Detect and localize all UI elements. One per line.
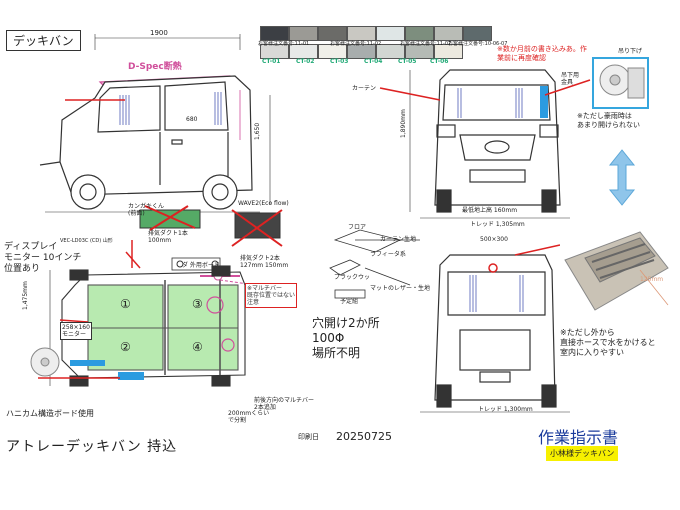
front-dimension: 1,475mm	[22, 281, 29, 310]
swatch-11	[318, 44, 347, 59]
request-note: ※数か月前の書き込みあ。作業前に再度確認	[497, 45, 587, 62]
swatch-label: お客様注文番号:11-02	[330, 41, 382, 47]
swatch-5	[376, 26, 405, 41]
vec-label: VEC-LD03C (CD) 山形	[60, 238, 113, 244]
brand-label: D-Spec断熱	[128, 62, 182, 72]
holes-note: 穴開け2か所 100Φ 場所不明	[312, 316, 380, 360]
honeycomb-note: ハニカム構造ボード使用	[6, 409, 94, 418]
hanging-note: 吊下用 金具	[561, 72, 580, 86]
curtain-material: カーテン生地	[380, 236, 417, 243]
swatch-1	[260, 26, 289, 41]
page-title: デッキバン	[6, 30, 81, 51]
multibar-note: ※マルチバー 既存位置ではない 注意	[245, 283, 298, 308]
height-dimension: 1,890mm	[400, 109, 407, 138]
mat-label: マットのレザー・生地	[370, 285, 431, 292]
dim-1650: 1,650	[254, 122, 261, 140]
curtain-label: カーテン	[352, 85, 377, 92]
swatch-code: CT-01	[262, 58, 281, 65]
rear-dimension: 500×300	[480, 236, 508, 243]
swatch-code: CT-06	[430, 58, 449, 65]
rear-view-van	[420, 254, 570, 413]
region-4: ④	[192, 340, 203, 354]
front-view-van	[409, 69, 570, 219]
swatch-8	[463, 26, 492, 41]
region-1: ①	[120, 297, 131, 311]
swatch-15	[434, 44, 463, 59]
double-arrow	[608, 149, 636, 206]
ground-clearance: 最低地上高 160mm	[462, 207, 518, 214]
swatch-6	[405, 26, 434, 41]
tread-rear: トレッド 1,300mm	[478, 406, 533, 413]
eco-flow-box	[231, 209, 283, 247]
display-note: ディスプレイ モニター 10インチ 位置あり	[4, 242, 82, 274]
dim-680: 680	[186, 116, 198, 123]
swatch-7	[434, 26, 463, 41]
swatch-9	[260, 44, 289, 59]
print-date-label: 印刷日	[298, 433, 319, 441]
swatch-14	[405, 44, 434, 59]
fan-note: ※ただし豪雨時は あまり開けられない	[577, 112, 640, 129]
vehicle-name: アトレーデッキバン 持込	[6, 439, 178, 455]
split-dim: 200mmくらい で分割	[228, 410, 270, 424]
rafter-label: ラフィータ系	[370, 251, 406, 258]
swatch-code: CT-02	[296, 58, 315, 65]
region-3: ③	[192, 297, 203, 311]
swatch-code: CT-05	[398, 58, 417, 65]
exhaust-duct-2: 排気ダクト2本 127mm 150mm	[240, 255, 289, 269]
wave-label: WAVE2(Eco flow)	[238, 200, 289, 207]
tread-front: トレッド 1,305mm	[470, 221, 525, 228]
swatch-13	[376, 44, 405, 59]
swatch-2	[289, 26, 318, 41]
kangaroo-label: カンガキくん (前面)	[128, 203, 165, 217]
swatch-code: CT-03	[330, 58, 349, 65]
floor-plan	[49, 265, 246, 387]
monitor-size: 258×160 モニター	[60, 322, 92, 340]
blackout-label: ブラックウッ	[334, 274, 371, 281]
customer-tag: 小林様デッキバン	[546, 446, 619, 461]
swatch-label: お客様注文番号:10-06-07	[448, 41, 508, 47]
print-date: 20250725	[336, 430, 392, 443]
material-sketch	[329, 229, 420, 299]
floor-board-label: ダ 外用ボード	[182, 262, 220, 269]
swatch-10	[289, 44, 318, 59]
work-order-title: 作業指示書	[538, 428, 619, 447]
exhaust-duct-1: 排気ダクト1本 100mm	[148, 230, 188, 244]
rear-water-note: ※ただし外から 直接ホースで水をかけると 室内に入りやすい	[560, 328, 656, 357]
swatch-4	[347, 26, 376, 41]
swatch-label: お客様注文番号:11-07	[400, 41, 452, 47]
kangaroo-tool	[139, 205, 201, 231]
vent-photo	[560, 228, 670, 328]
fan-label: 吊り下げ	[618, 48, 643, 55]
board-label: 予定組	[340, 298, 359, 305]
width-dimension: 1900	[150, 29, 168, 37]
multibar-add: 前後方向のマルチバー 2本追加	[254, 397, 315, 411]
dim-125: 125mm	[640, 276, 664, 283]
swatch-3	[318, 26, 347, 41]
floor-label: フロア	[348, 224, 367, 231]
swatch-label: お客様注文番号:11-01	[258, 41, 310, 47]
swatch-12	[347, 44, 376, 59]
swatch-code: CT-04	[364, 58, 383, 65]
region-2: ②	[120, 340, 131, 354]
